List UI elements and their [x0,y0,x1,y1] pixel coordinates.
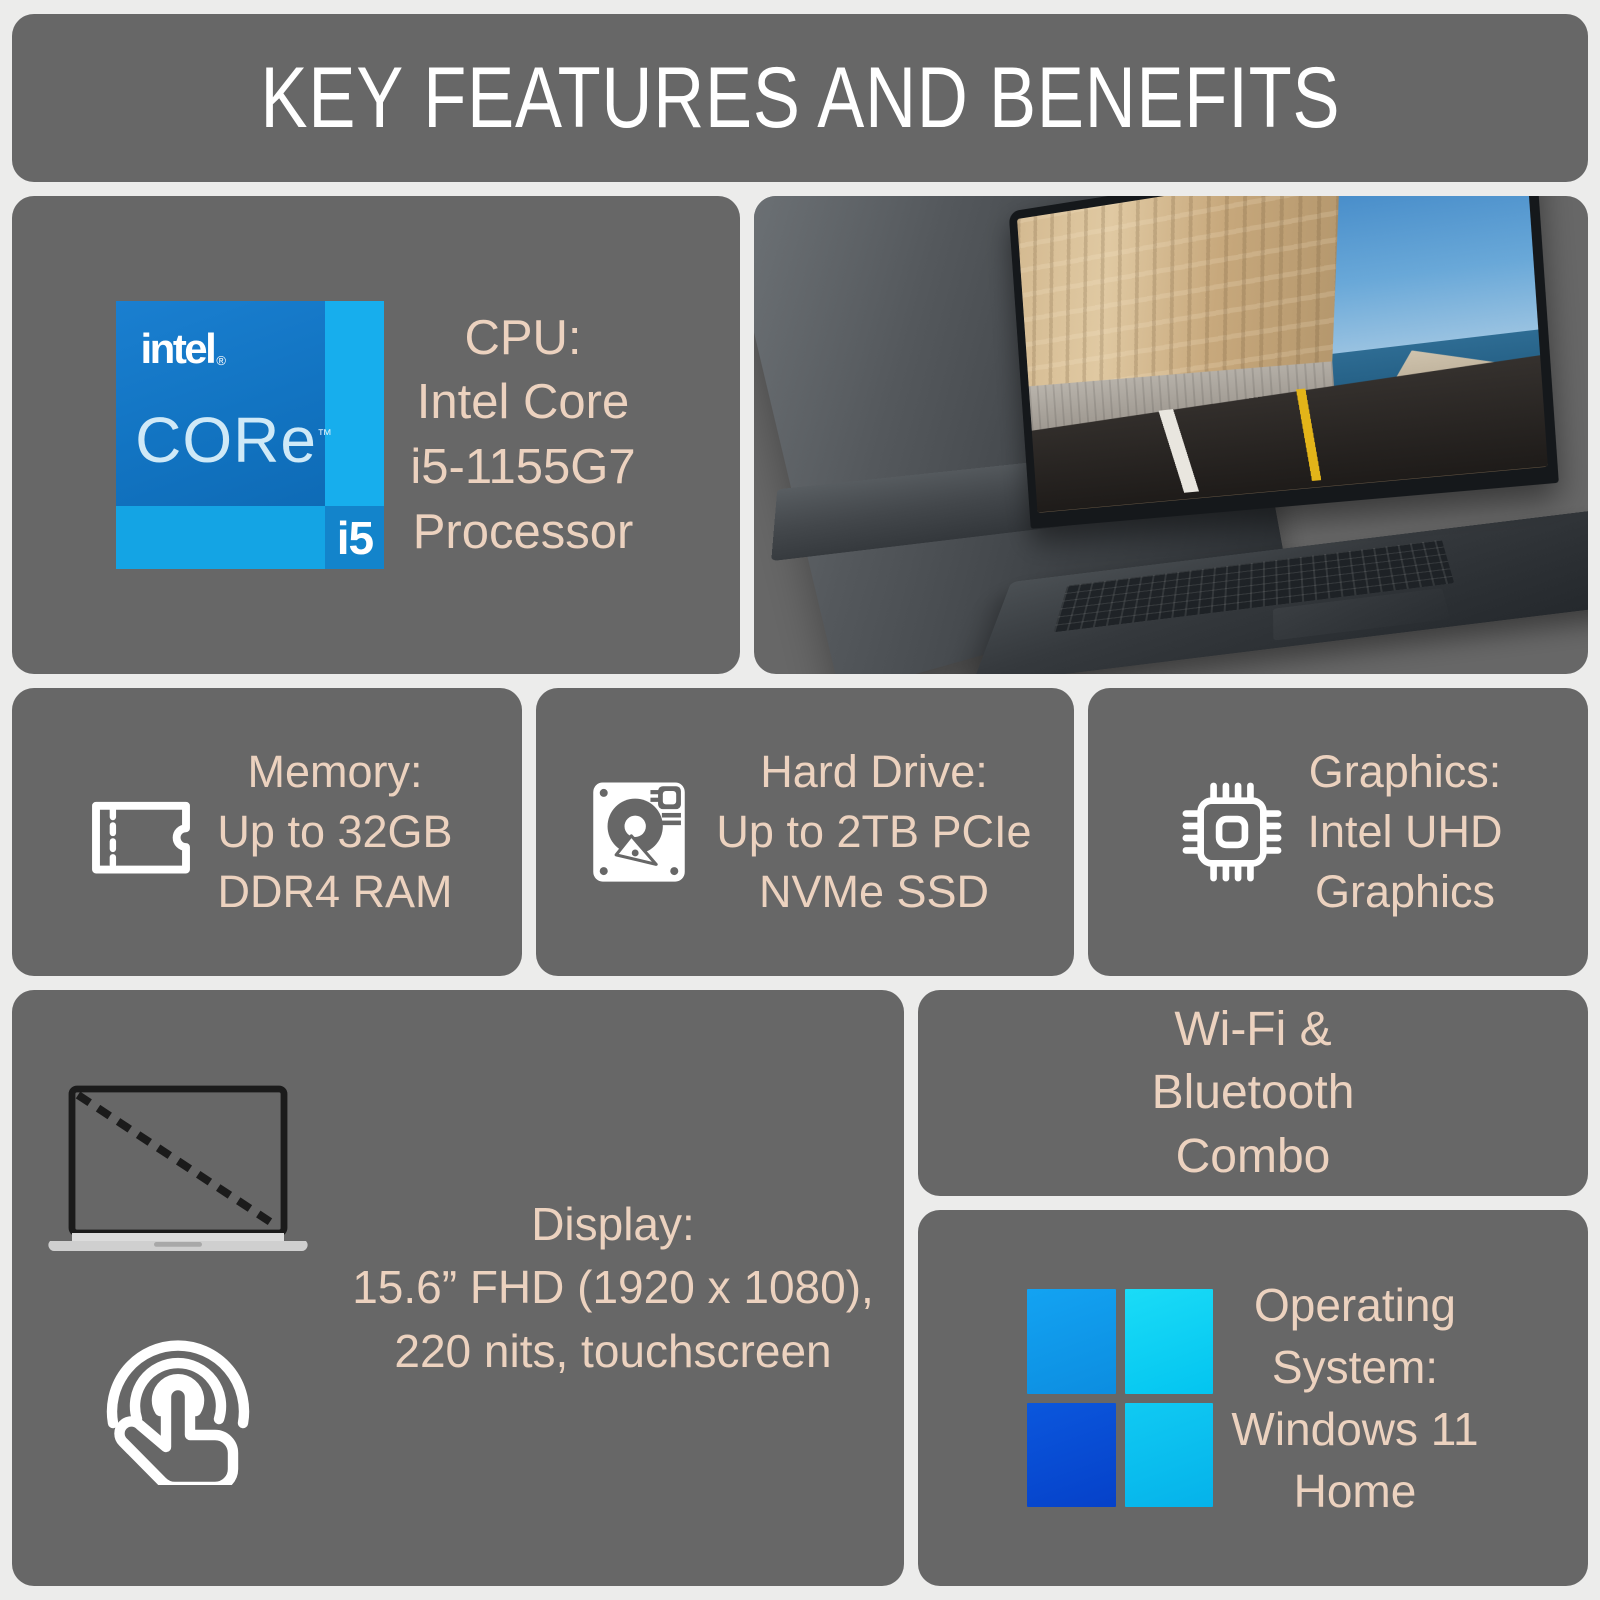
badge-tier-label: i5 [336,511,374,564]
laptop-product-photo-icon [754,196,1588,674]
cpu-chip-icon [1173,773,1291,891]
wallpaper-road-line-yellow [1222,377,1405,490]
windows-quadrant-top-left [1027,1289,1116,1394]
badge-right-stripe [325,301,385,507]
hard-drive-feature-text: Hard Drive: Up to 2TB PCIe NVMe SSD [716,746,1032,917]
intel-core-i5-badge-icon: i5 intel® CORe™ [116,301,385,569]
memory-feature-text: Memory: Up to 32GB DDR4 RAM [217,746,453,917]
page-title: KEY FEATURES AND BENEFITS [260,50,1340,146]
windows-logo-icon [1027,1289,1214,1507]
windows-quadrant-bottom-left [1027,1402,1116,1507]
operating-system-feature-text: Operating System: Windows 11 Home [1231,1278,1479,1518]
ram-stick-icon [81,772,201,892]
windows-quadrant-top-right [1124,1289,1214,1394]
badge-tier-corner: i5 [325,506,385,569]
windows-quadrant-bottom-right [1124,1402,1214,1507]
cpu-feature-panel: i5 intel® CORe™ CPU: Intel Core i5-1155G… [12,196,740,674]
laptop-diagonal-measure-icon [48,1085,308,1252]
laptop-open-unit [971,196,1588,674]
hard-drive-feature-panel: Hard Drive: Up to 2TB PCIe NVMe SSD [536,688,1074,976]
laptop-keyboard-deck [971,508,1588,674]
row-specs: Memory: Up to 32GB DDR4 RAM [12,688,1588,976]
memory-feature-panel: Memory: Up to 32GB DDR4 RAM [12,688,522,976]
right-column: Wi-Fi & Bluetooth Combo Operating System… [918,990,1588,1586]
badge-brand-trademark: ® [216,352,226,368]
row-display-and-os: Display: 15.6” FHD (1920 x 1080), 220 ni… [12,990,1588,1586]
cpu-feature-text: CPU: Intel Core i5-1155G7 Processor [410,310,636,559]
badge-brand-text: intel [140,324,217,372]
wireless-feature-text: Wi-Fi & Bluetooth Combo [1151,1002,1355,1183]
laptop-screen-wallpaper [1017,196,1549,513]
hard-disk-icon [578,771,700,893]
graphics-feature-panel: Graphics: Intel UHD Graphics [1088,688,1588,976]
badge-family-trademark: ™ [316,426,332,444]
operating-system-feature-panel: Operating System: Windows 11 Home [918,1210,1588,1586]
badge-main-area [116,301,326,507]
badge-bottom-stripe [116,506,326,569]
display-feature-panel: Display: 15.6” FHD (1920 x 1080), 220 ni… [12,990,904,1586]
display-icon-group [28,1081,328,1495]
badge-family-label: CORe™ [135,408,332,472]
wireless-feature-panel: Wi-Fi & Bluetooth Combo [918,990,1588,1196]
graphics-feature-text: Graphics: Intel UHD Graphics [1307,746,1503,917]
badge-family-text: CORe [135,404,317,477]
laptop-screen-lid [1008,196,1560,529]
touch-gesture-icon [106,1340,250,1485]
header-panel: KEY FEATURES AND BENEFITS [12,14,1588,182]
display-feature-text: Display: 15.6” FHD (1920 x 1080), 220 ni… [352,1197,874,1377]
row-cpu-and-photo: i5 intel® CORe™ CPU: Intel Core i5-1155G… [12,196,1588,674]
badge-brand-label: intel® [140,324,226,372]
product-photo-panel [754,196,1588,674]
